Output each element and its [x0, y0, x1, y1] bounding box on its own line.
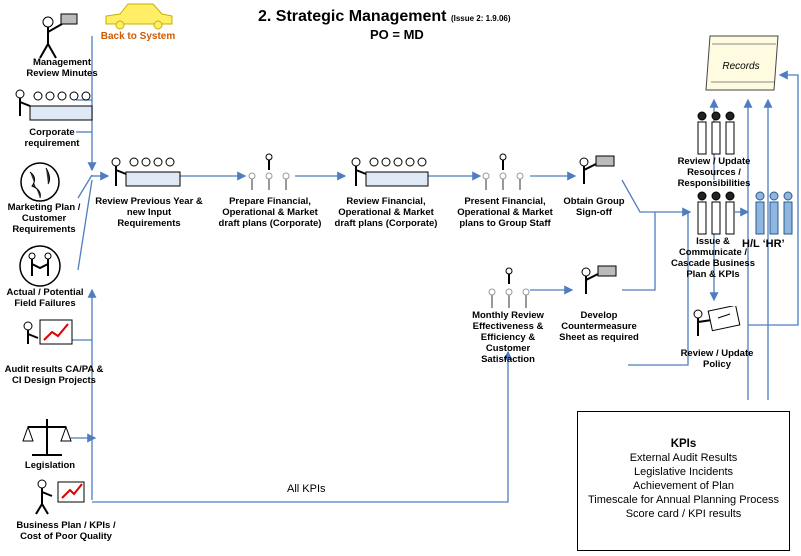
team-hierarchy-icon: [484, 266, 534, 315]
team-hierarchy-icon: [478, 152, 528, 197]
meeting-table-icon: [350, 152, 430, 197]
group-people-icon: [690, 190, 740, 243]
back-to-system-label: Back to System: [100, 31, 176, 42]
globe-icon: [18, 160, 64, 211]
title-main: 2. Strategic Management: [258, 8, 447, 25]
team-hierarchy-icon: [244, 152, 294, 197]
kpi-item: Score card / KPI results: [625, 508, 742, 520]
kpi-heading: KPIs: [670, 438, 697, 450]
meeting-table-icon: [12, 84, 94, 133]
person-with-money-icon: [34, 12, 80, 65]
input-corporate-requirement: Corporate requirement: [24, 127, 80, 149]
hr-people-icon: [748, 190, 798, 243]
kpi-item: External Audit Results: [629, 452, 738, 464]
group-people-icon: [690, 110, 740, 163]
records-store: Records: [704, 34, 779, 91]
car-icon: [105, 3, 173, 30]
input-audit-results: Audit results CA/PA & CI Design Projects: [4, 364, 104, 386]
all-kpis-label: All KPIs: [287, 483, 326, 495]
step-review-plans: Review Financial, Operational & Market d…: [334, 196, 438, 229]
step-countermeasure: Develop Countermeasure Sheet as required: [559, 310, 639, 343]
input-business-plan: Business Plan / KPIs / Cost of Poor Qual…: [16, 520, 116, 542]
process-owner: PO = MD: [370, 27, 424, 42]
diagram-title: 2. Strategic Management (Issue 2: 1.9.06…: [258, 8, 558, 26]
business-plan-icon: [34, 476, 88, 521]
step-obtain-signoff: Obtain Group Sign-off: [563, 196, 625, 218]
step-update-policy: Review / Update Policy: [680, 348, 754, 370]
title-issue: (Issue 2: 1.9.06): [450, 14, 511, 23]
kpi-item: Legislative Incidents: [633, 466, 734, 478]
handshake-icon: [18, 244, 62, 293]
person-with-money-icon: [576, 262, 622, 307]
input-field-failures: Actual / Potential Field Failures: [6, 287, 84, 309]
audit-chart-icon: [20, 318, 76, 357]
step-review-previous: Review Previous Year & new Input Require…: [95, 196, 203, 229]
records-label: Records: [722, 61, 760, 72]
step-update-resources: Review / Update Resources / Responsibili…: [677, 156, 751, 189]
step-prepare-plans: Prepare Financial, Operational & Market …: [218, 196, 322, 229]
step-hl-hr: H/L ‘HR’: [742, 238, 785, 250]
meeting-table-icon: [110, 152, 182, 197]
signing-document-icon: [688, 304, 744, 351]
input-marketing-plan: Marketing Plan / Customer Requirements: [7, 202, 81, 235]
kpi-item: Timescale for Annual Planning Process: [588, 494, 779, 506]
input-management-review-minutes: Management Review Minutes: [26, 57, 98, 79]
scales-of-justice-icon: [22, 415, 72, 464]
kpi-item: Achievement of Plan: [633, 480, 734, 492]
step-cascade: Issue & Communicate / Cascade Business P…: [671, 236, 755, 280]
person-with-money-icon: [574, 152, 620, 197]
kpi-box: KPIs External Audit Results Legislative …: [577, 411, 790, 551]
back-to-system-button[interactable]: Back to System: [98, 0, 178, 45]
step-present-plans: Present Financial, Operational & Market …: [457, 196, 553, 229]
records-file-icon: [705, 35, 779, 91]
step-monthly-review: Monthly Review Effectiveness & Efficienc…: [472, 310, 544, 365]
input-legislation: Legislation: [24, 460, 76, 471]
